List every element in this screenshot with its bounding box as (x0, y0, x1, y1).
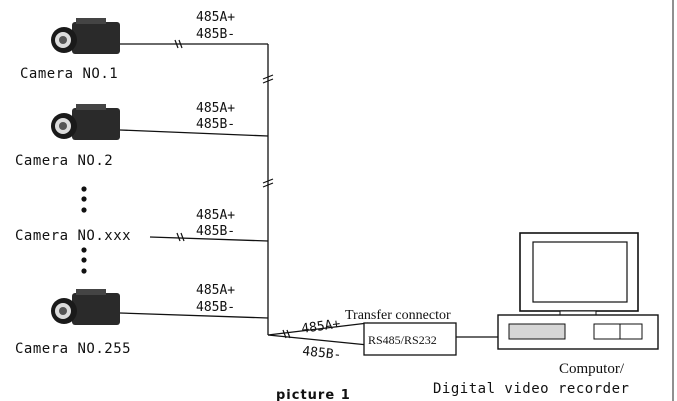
rs485-bus (262, 44, 369, 346)
camera-xxx-break-mark (176, 232, 185, 242)
bus-to-connector-b (267, 334, 369, 346)
transfer-connector: Transfer connector 485A+ 485B- RS485/RS2… (300, 308, 498, 363)
computer-label-line2: Digital video recorder (433, 381, 629, 397)
monitor-icon (519, 232, 639, 316)
camera-xxx-label: Camera NO.xxx (15, 228, 131, 244)
computer: Computor/ Digital video recorder (433, 232, 659, 397)
ellipsis-dots-upper (81, 186, 87, 213)
camera-255-wire (119, 312, 269, 319)
camera-1-485b: 485B- (196, 27, 235, 42)
camera-255-label: Camera NO.255 (15, 341, 131, 357)
camera-1-label: Camera NO.1 (20, 66, 118, 82)
ellipsis-dots-lower (81, 247, 87, 274)
bus-break-mark-2 (262, 178, 274, 188)
camera-1-break-mark (174, 39, 183, 49)
bus-break-mark-1 (262, 74, 274, 84)
connector-485a: 485A+ (300, 317, 341, 337)
connector-title: Transfer connector (345, 308, 451, 323)
camera-xxx-485a: 485A+ (196, 208, 235, 223)
connector-box (363, 322, 457, 356)
camera-xxx-wire (149, 236, 269, 242)
camera-255: Camera NO.255 485A+ 485B- (15, 283, 269, 357)
camera-1-485a: 485A+ (196, 10, 235, 25)
camera-1: Camera NO.1 485A+ 485B- (20, 10, 268, 82)
camera-2-485a: 485A+ (196, 101, 235, 116)
bus-break-mark-3 (282, 329, 291, 339)
camera-2-485b: 485B- (196, 117, 235, 132)
camera-2-icon (51, 104, 120, 140)
camera-2-wire (119, 129, 269, 137)
computer-label-line1: Computor/ (559, 361, 625, 377)
figure-caption: picture 1 (276, 388, 351, 401)
camera-xxx: Camera NO.xxx 485A+ 485B- (15, 208, 269, 244)
camera-255-icon (51, 289, 120, 325)
connector-label: RS485/RS232 (368, 333, 437, 347)
camera-255-485a: 485A+ (196, 283, 235, 298)
camera-1-icon (51, 18, 120, 54)
camera-2-label: Camera NO.2 (15, 153, 113, 169)
camera-xxx-485b: 485B- (196, 224, 235, 239)
camera-255-485b: 485B- (196, 300, 235, 315)
camera-2: Camera NO.2 485A+ 485B- (15, 101, 269, 169)
computer-case-icon (497, 314, 659, 350)
connector-485b: 485B- (302, 344, 342, 363)
